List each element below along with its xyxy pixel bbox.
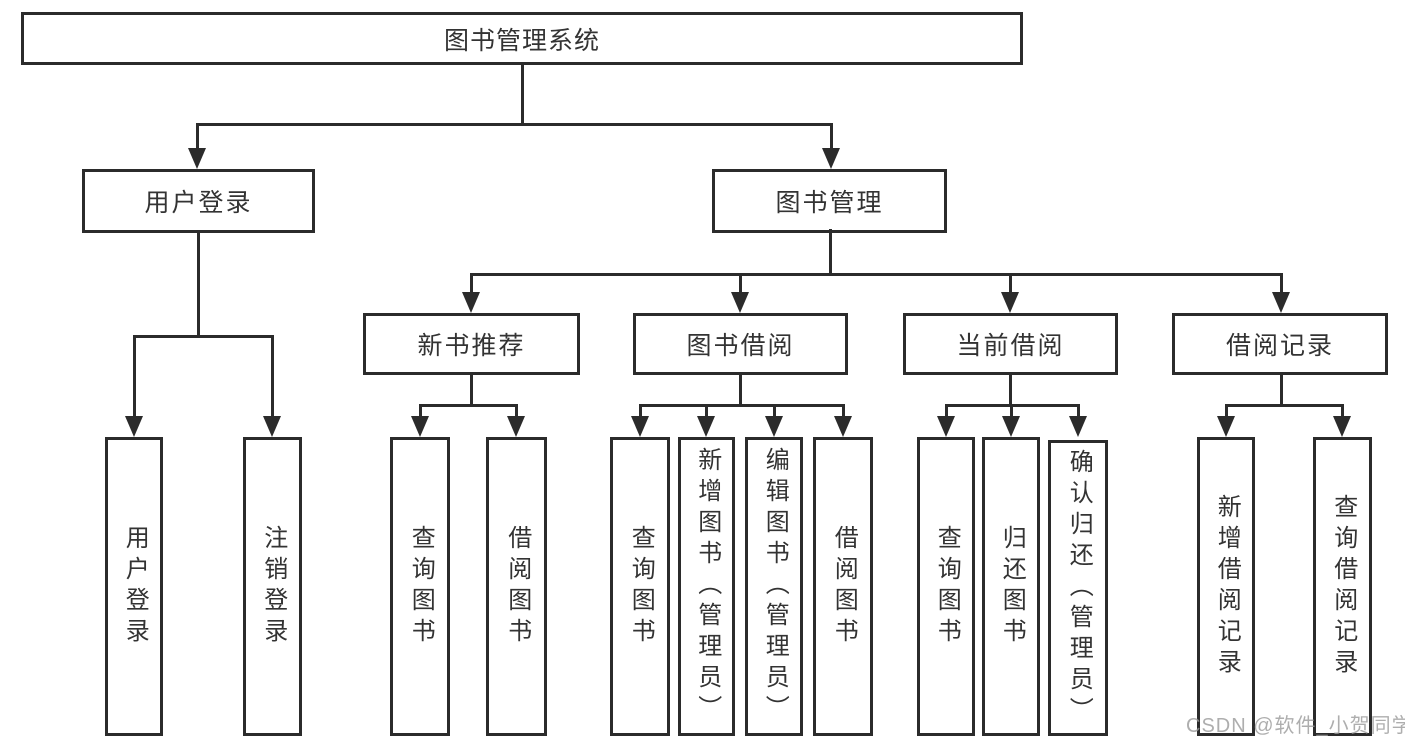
node-current-borrowing: 当前借阅 — [903, 313, 1118, 375]
arrow-user-login — [188, 148, 206, 169]
leaf-cb-confirm-return-admin: 确认归还（管理员） — [1048, 440, 1108, 736]
edge-root-stem — [521, 63, 524, 126]
leaf-bb-add-books-admin-label: 新增图书（管理员） — [693, 447, 721, 726]
edge-drop-br-query — [1341, 404, 1344, 418]
edge-user-login-stem — [197, 232, 200, 338]
arrow-cb-confirm — [1069, 416, 1087, 437]
edge-current-stem — [1009, 373, 1012, 407]
edge-book-management-stem — [829, 229, 832, 276]
arrow-bb-borrow — [834, 416, 852, 437]
node-current-borrowing-label: 当前借阅 — [956, 332, 1065, 360]
leaf-br-query-record: 查询借阅记录 — [1313, 437, 1372, 736]
edge-drop-nb-borrow — [515, 404, 518, 418]
node-book-borrowing: 图书借阅 — [633, 313, 848, 375]
leaf-user-login-label: 用户登录 — [121, 524, 149, 649]
edge-drop-records — [1280, 273, 1283, 295]
edge-drop-leaf-login — [133, 335, 136, 417]
edge-new-book-rail — [419, 404, 518, 407]
leaf-logout-label: 注销登录 — [259, 524, 287, 649]
node-library-system: 图书管理系统 — [21, 12, 1023, 65]
leaf-cb-return-books: 归还图书 — [982, 437, 1040, 736]
arrow-br-add — [1217, 416, 1235, 437]
leaf-bb-query-books: 查询图书 — [610, 437, 670, 736]
arrow-borrowing — [731, 292, 749, 313]
edge-drop-current — [1009, 273, 1012, 295]
edge-book-management-rail — [470, 273, 1282, 276]
leaf-bb-edit-books-admin-label: 编辑图书（管理员） — [761, 447, 789, 726]
leaf-cb-query-books: 查询图书 — [917, 437, 975, 736]
node-user-login: 用户登录 — [82, 169, 315, 233]
edge-drop-new-book — [470, 273, 473, 295]
edge-user-login-rail — [133, 335, 274, 338]
leaf-nb-borrow-books-label: 借阅图书 — [503, 524, 531, 649]
arrow-current — [1001, 292, 1019, 313]
arrow-bb-add — [697, 416, 715, 437]
node-library-system-label: 图书管理系统 — [443, 26, 600, 55]
edge-drop-cb-query — [945, 404, 948, 418]
edge-drop-cb-confirm — [1077, 404, 1080, 418]
leaf-nb-query-books-label: 查询图书 — [407, 524, 435, 649]
leaf-cb-return-books-label: 归还图书 — [998, 524, 1026, 649]
node-new-book-recommend-label: 新书推荐 — [417, 332, 526, 360]
edge-drop-borrowing — [739, 273, 742, 295]
arrow-br-query — [1333, 416, 1351, 437]
leaf-nb-borrow-books: 借阅图书 — [486, 437, 547, 736]
node-new-book-recommend: 新书推荐 — [363, 313, 580, 375]
edge-drop-br-add — [1225, 404, 1228, 418]
edge-drop-bb-query — [639, 404, 642, 418]
leaf-user-login: 用户登录 — [105, 437, 163, 736]
arrow-book-management — [822, 148, 840, 169]
node-book-management: 图书管理 — [712, 169, 947, 233]
edge-records-stem — [1280, 373, 1283, 407]
node-borrowing-records-label: 借阅记录 — [1225, 332, 1334, 360]
edge-new-book-stem — [470, 374, 473, 407]
arrow-cb-query — [937, 416, 955, 437]
leaf-cb-confirm-return-admin-label: 确认归还（管理员） — [1065, 448, 1093, 728]
arrow-records — [1272, 292, 1290, 313]
leaf-bb-edit-books-admin: 编辑图书（管理员） — [745, 437, 803, 736]
edge-root-rail — [196, 123, 833, 126]
arrow-nb-query — [411, 416, 429, 437]
node-book-management-label: 图书管理 — [775, 189, 884, 217]
edge-drop-bb-borrow — [842, 404, 845, 418]
edge-drop-bb-add — [705, 404, 708, 418]
node-book-borrowing-label: 图书借阅 — [686, 332, 795, 360]
leaf-br-add-record: 新增借阅记录 — [1197, 437, 1255, 736]
leaf-logout: 注销登录 — [243, 437, 302, 736]
edge-drop-user-login — [196, 123, 199, 151]
arrow-cb-return — [1002, 416, 1020, 437]
arrow-leaf-logout — [263, 416, 281, 437]
csdn-watermark: CSDN @软件_小贺同学 — [1186, 715, 1405, 737]
leaf-cb-query-books-label: 查询图书 — [933, 524, 961, 649]
edge-borrowing-rail — [639, 404, 845, 407]
edge-drop-bb-edit — [773, 404, 776, 418]
edge-records-rail — [1225, 404, 1344, 407]
edge-drop-leaf-logout — [271, 335, 274, 417]
leaf-br-query-record-label: 查询借阅记录 — [1329, 493, 1357, 680]
edge-borrowing-stem — [739, 374, 742, 407]
arrow-bb-query — [631, 416, 649, 437]
arrow-new-book — [462, 292, 480, 313]
leaf-bb-query-books-label: 查询图书 — [627, 524, 655, 649]
leaf-bb-add-books-admin: 新增图书（管理员） — [678, 437, 735, 736]
arrow-leaf-login — [125, 416, 143, 437]
leaf-bb-borrow-books-label: 借阅图书 — [830, 524, 858, 649]
node-user-login-label: 用户登录 — [144, 189, 253, 217]
leaf-br-add-record-label: 新增借阅记录 — [1213, 493, 1241, 680]
arrow-nb-borrow — [507, 416, 525, 437]
leaf-bb-borrow-books: 借阅图书 — [813, 437, 873, 736]
leaf-nb-query-books: 查询图书 — [390, 437, 450, 736]
node-borrowing-records: 借阅记录 — [1172, 313, 1388, 375]
edge-drop-book-management — [830, 123, 833, 151]
arrow-bb-edit — [765, 416, 783, 437]
edge-drop-nb-query — [419, 404, 422, 418]
edge-drop-cb-return — [1010, 404, 1013, 418]
